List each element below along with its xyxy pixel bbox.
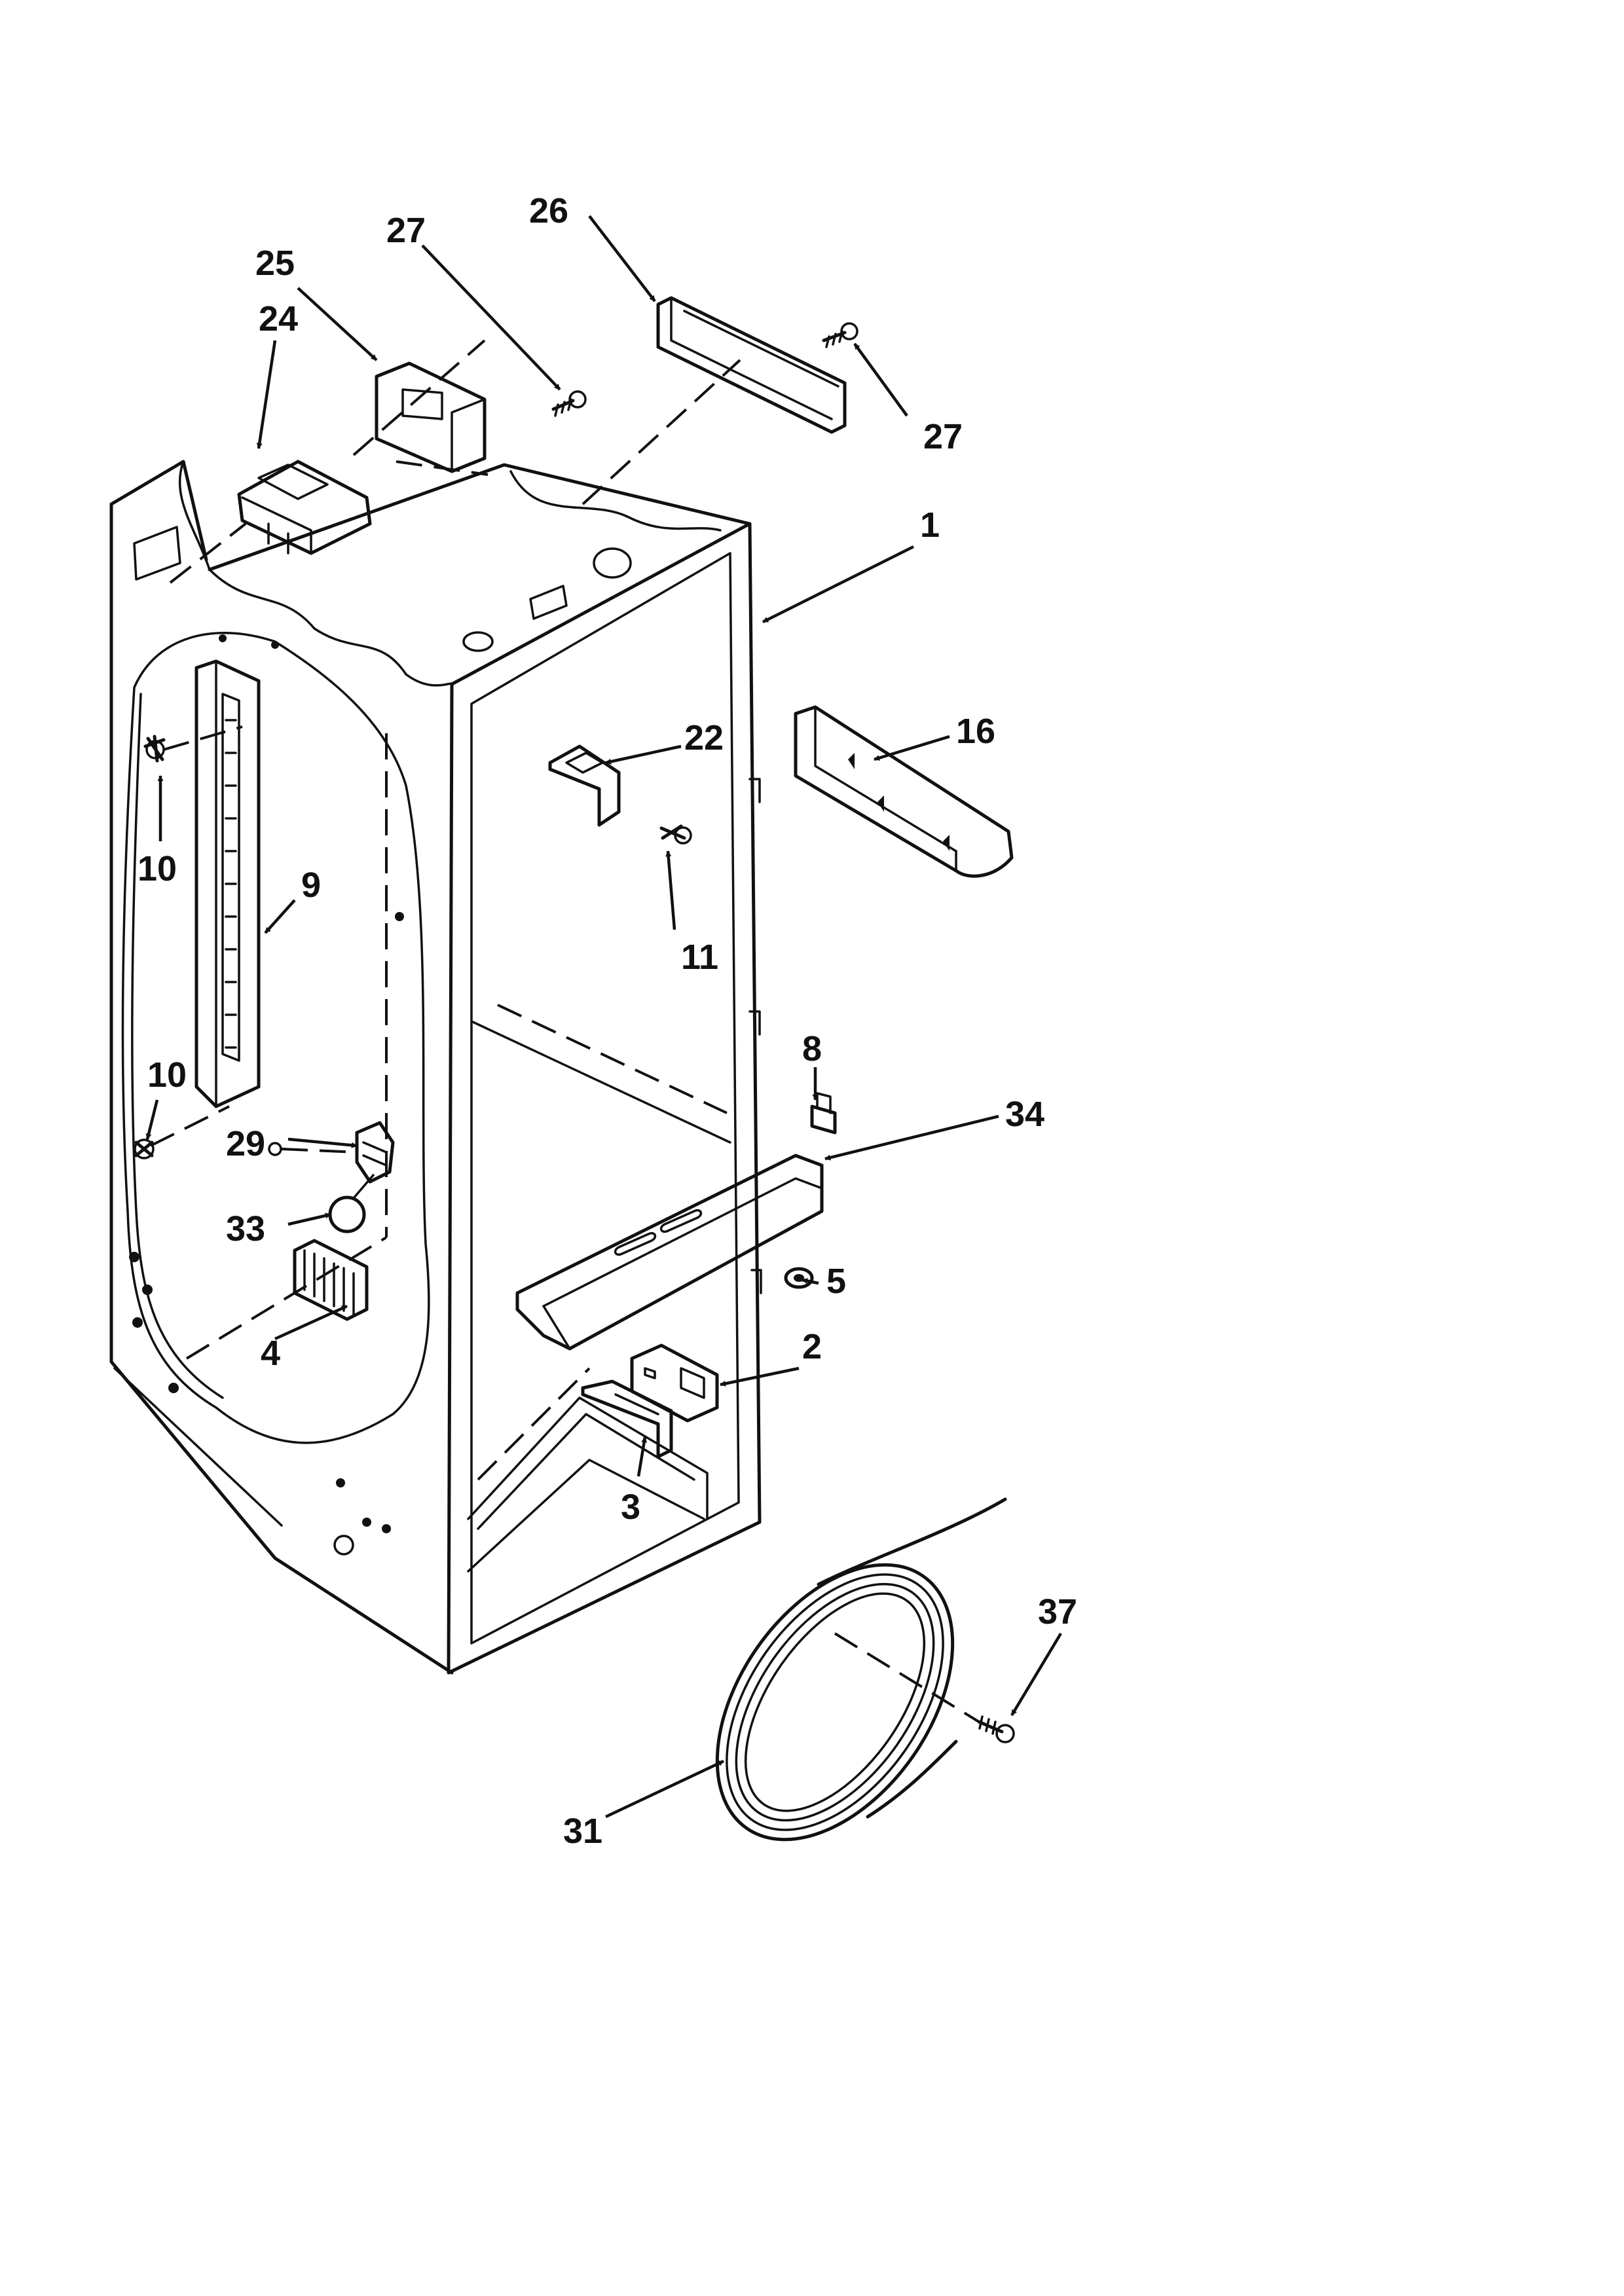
callout-10-top: 10 [138, 849, 177, 888]
screw-10-bottom [134, 1139, 155, 1159]
screw-27-right [822, 322, 858, 348]
tubing-coil-31 [715, 1497, 1007, 1842]
callout-34: 34 [1005, 1095, 1044, 1134]
callout-2: 2 [802, 1327, 822, 1366]
nut-5 [784, 1267, 814, 1289]
callout-29: 29 [226, 1124, 265, 1163]
callout-24: 24 [259, 299, 298, 338]
callout-1: 1 [920, 505, 940, 545]
callout-4: 4 [261, 1334, 280, 1373]
callout-27-right: 27 [923, 417, 963, 456]
callout-10-bottom: 10 [147, 1055, 187, 1095]
callout-8: 8 [802, 1029, 822, 1068]
callout-22: 22 [684, 718, 724, 757]
cabinet-liner [109, 460, 762, 1675]
shelf-ladder [150, 659, 261, 1147]
leader-lines [145, 215, 1062, 1819]
screw-10-top [143, 735, 166, 763]
bracket-3 [581, 1379, 673, 1459]
callout-31: 31 [563, 1812, 602, 1851]
screw-11 [659, 824, 692, 845]
screw-27-left [551, 390, 587, 417]
callout-9: 9 [301, 866, 321, 905]
callout-11: 11 [681, 938, 718, 977]
bracket-22 [548, 744, 621, 827]
switch-29 [268, 1121, 395, 1184]
screw-37 [977, 1715, 1015, 1743]
callout-27-left: 27 [386, 211, 426, 250]
callout-37: 37 [1038, 1592, 1077, 1631]
bulb-33 [328, 1174, 375, 1233]
grille-4 [293, 1239, 369, 1321]
callout-26: 26 [529, 191, 568, 230]
cover-34 [515, 1154, 824, 1351]
callout-25: 25 [255, 244, 295, 283]
control-housing-24 [169, 460, 372, 584]
callout-16: 16 [956, 712, 995, 751]
callout-labels: 1 2 3 4 5 8 9 10 10 11 16 22 24 25 26 27… [138, 191, 1077, 1851]
callout-5: 5 [826, 1262, 846, 1301]
callout-3: 3 [621, 1487, 640, 1527]
rail-26 [581, 296, 847, 505]
duct-16 [794, 705, 1014, 878]
bracket-2 [630, 1343, 719, 1423]
bracket-25 [352, 339, 489, 476]
callout-33: 33 [226, 1209, 265, 1248]
